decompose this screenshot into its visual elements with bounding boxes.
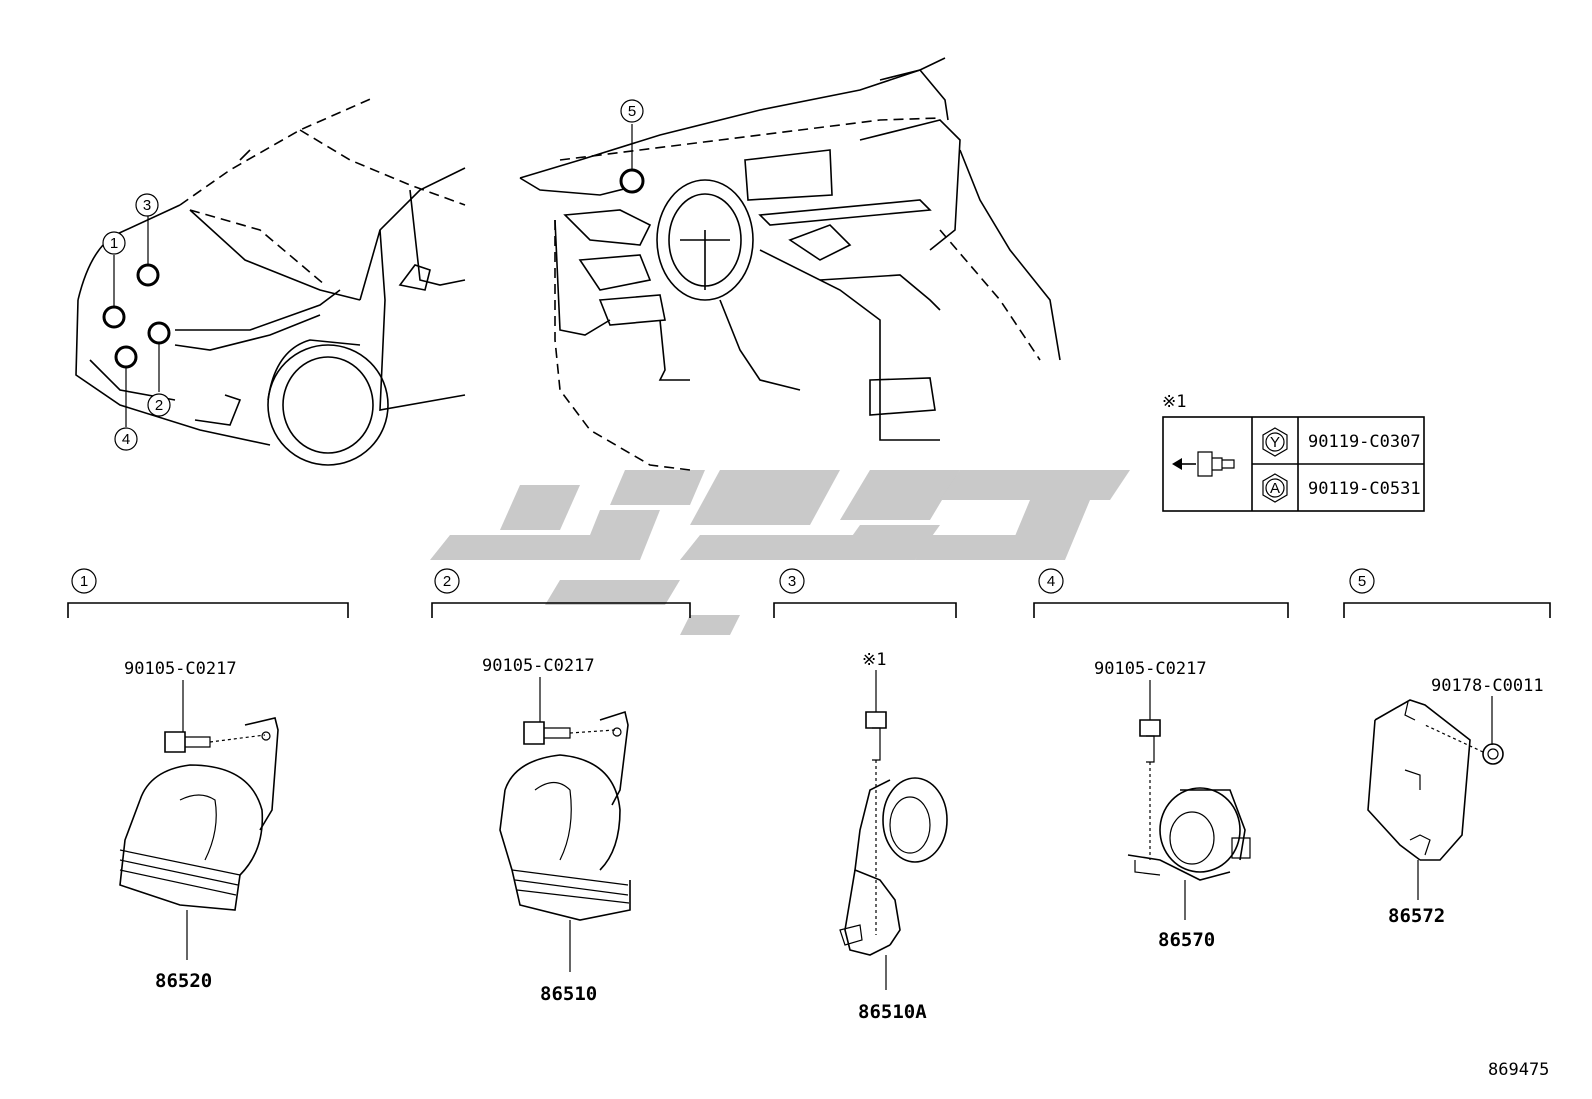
group-num-3: 3 <box>788 573 796 590</box>
horn-86510: 90105-C0217 86510 <box>482 656 631 1005</box>
bolt-label-5: 90178-C0011 <box>1431 676 1544 696</box>
locator-numbers: 3 1 2 4 5 <box>102 99 644 451</box>
horn-86510a: ※1 86510A <box>839 650 948 1023</box>
part-label-2: 86510 <box>540 983 597 1005</box>
group-brackets: 1 2 3 4 5 <box>67 568 1551 618</box>
group-num-5: 5 <box>1358 573 1366 590</box>
bolt-label-3: ※1 <box>862 650 886 670</box>
locator-rings-car <box>102 216 171 427</box>
group-num-4: 4 <box>1047 573 1055 590</box>
fastener-legend: ※1 Y A 90119-C0307 90119-C0531 <box>1162 392 1425 512</box>
module-86572: 90178-C0011 86572 <box>1367 676 1544 927</box>
locator-num-5: 5 <box>628 103 636 120</box>
locator-num-3: 3 <box>143 197 151 214</box>
flange-bolt-icon <box>1172 451 1235 477</box>
vehicle-front-illustration <box>75 96 466 466</box>
legend-part-1: 90119-C0307 <box>1308 432 1421 452</box>
legend-part-2: 90119-C0531 <box>1308 479 1421 499</box>
locator-num-2: 2 <box>155 397 163 414</box>
dashboard-illustration <box>519 57 1061 471</box>
locator-num-4: 4 <box>122 431 130 448</box>
locator-num-1: 1 <box>110 235 118 252</box>
part-label-3: 86510A <box>858 1001 927 1023</box>
legend-symbol-y: Y <box>1270 434 1280 451</box>
part-label-1: 86520 <box>155 970 212 992</box>
bolt-label-2: 90105-C0217 <box>482 656 595 676</box>
legend-symbol-a: A <box>1270 480 1280 497</box>
diagram-id: 869475 <box>1488 1060 1549 1080</box>
bolt-label-4: 90105-C0217 <box>1094 659 1207 679</box>
legend-mark: ※1 <box>1162 392 1186 412</box>
group-num-2: 2 <box>443 573 451 590</box>
group-num-1: 1 <box>80 573 88 590</box>
bolt-label-1: 90105-C0217 <box>124 659 237 679</box>
part-label-5: 86572 <box>1388 905 1445 927</box>
horn-86520: 90105-C0217 86520 <box>119 659 279 992</box>
watermark-logo <box>430 470 1130 635</box>
part-label-4: 86570 <box>1158 929 1215 951</box>
locator-ring-dash <box>619 124 645 194</box>
sensor-86570: 90105-C0217 86570 <box>1094 659 1251 951</box>
